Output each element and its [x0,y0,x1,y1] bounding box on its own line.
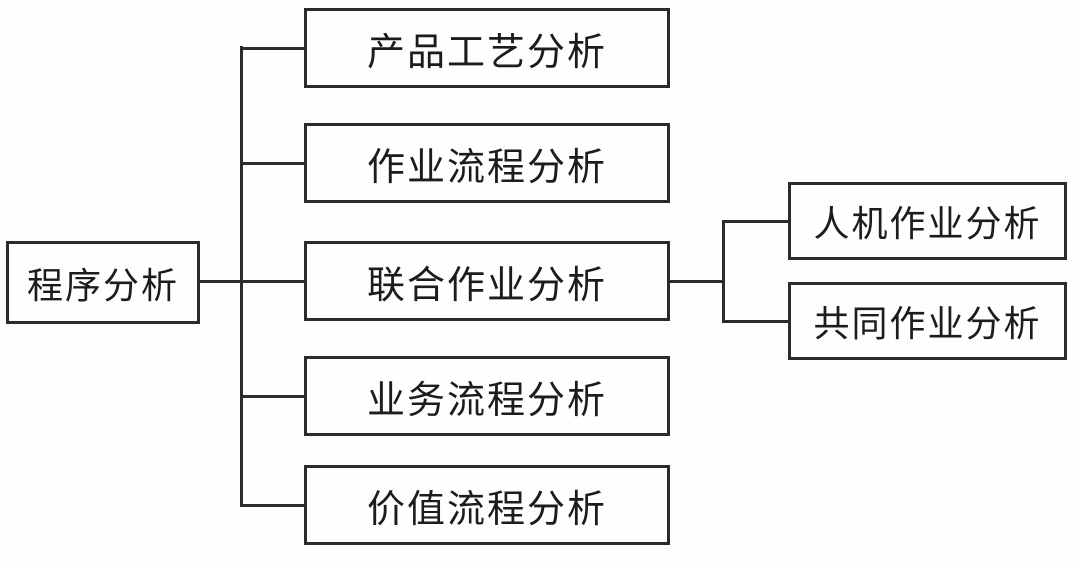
connector-branch-product [240,47,304,50]
connector-right-trunk [722,220,725,323]
node-program-analysis: 程序分析 [6,241,200,324]
node-joint-operation-analysis: 联合作业分析 [304,241,670,321]
node-product-process-analysis: 产品工艺分析 [304,8,670,88]
node-label: 价值流程分析 [366,486,607,531]
node-label: 程序分析 [26,265,179,307]
node-label: 共同作业分析 [813,304,1042,345]
connector-branch-operation [240,162,304,165]
connector-branch-business [240,395,304,398]
connector-left-trunk [240,46,243,507]
node-label: 人机作业分析 [813,204,1042,245]
node-common-operation-analysis: 共同作业分析 [788,282,1067,360]
node-label: 作业流程分析 [366,144,607,189]
node-value-stream-analysis: 价值流程分析 [304,465,670,545]
connector-branch-common [722,320,788,323]
connector-joint-out [670,280,725,283]
connector-root-to-joint [200,280,304,283]
node-man-machine-operation-analysis: 人机作业分析 [788,182,1067,260]
connector-branch-man-machine [722,220,788,223]
node-label: 产品工艺分析 [366,29,607,74]
node-label: 业务流程分析 [366,377,607,422]
node-label: 联合作业分析 [366,262,607,307]
node-operation-flow-analysis: 作业流程分析 [304,123,670,203]
connector-branch-value [240,504,304,507]
node-business-flow-analysis: 业务流程分析 [304,356,670,436]
